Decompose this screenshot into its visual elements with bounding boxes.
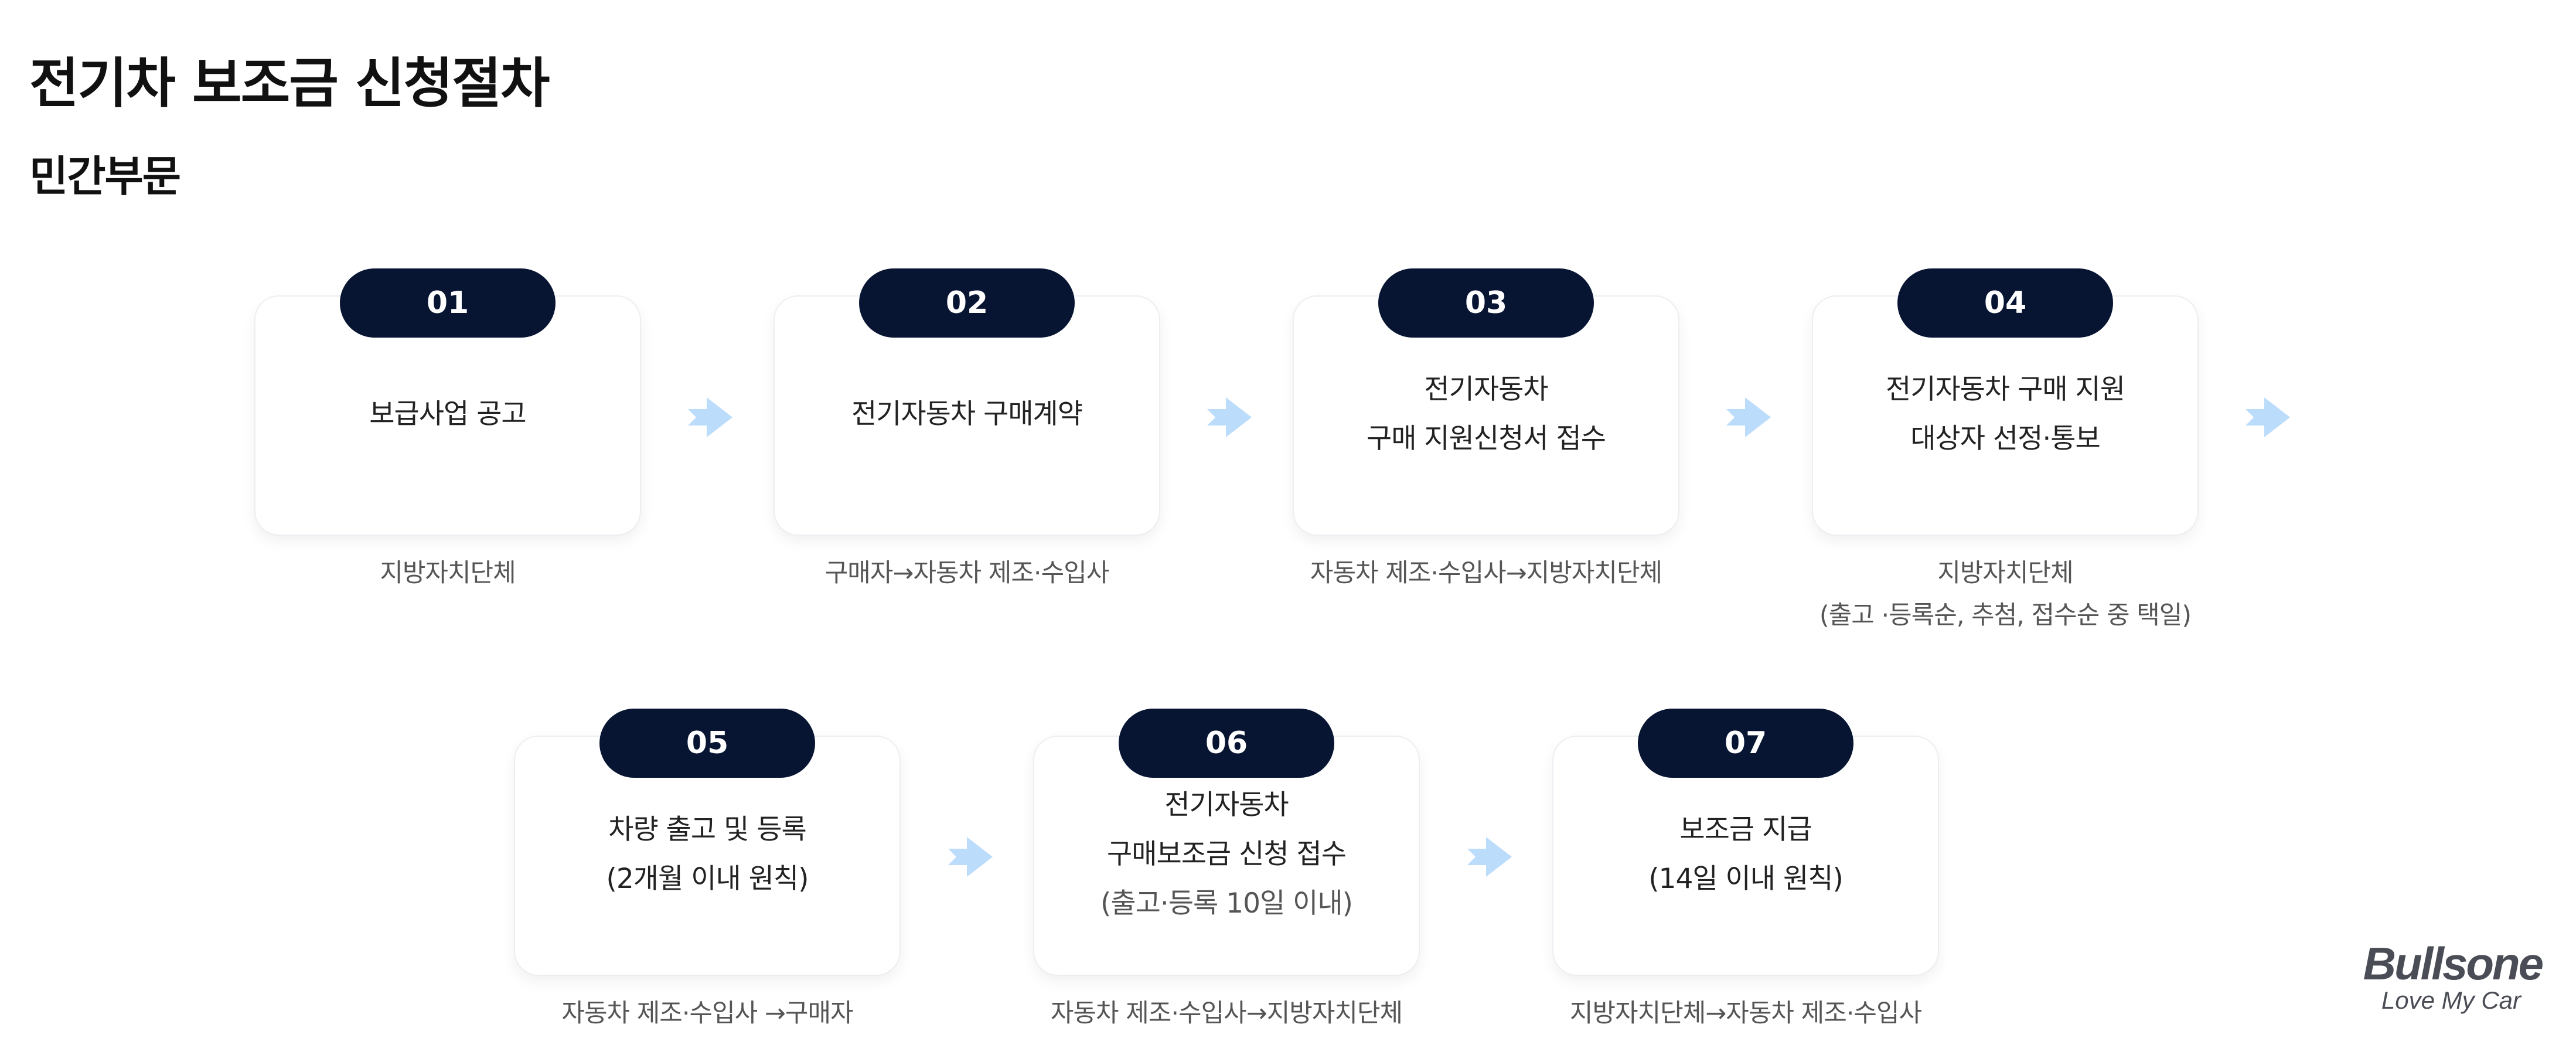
step-description: 전기자동차 구매 지원 대상자 선정·통보 [1812, 321, 2199, 508]
step-actor-line: 구매자→자동차 제조·수입사 [824, 559, 1110, 588]
step-description: 전기자동차 구매 지원신청서 접수 [1293, 321, 1679, 508]
step-description-line: (14일 이내 원칙) [1648, 863, 1844, 895]
step-description-line: 전기자동차 [1424, 373, 1548, 406]
page-title: 전기차 보조금 신청절차 [29, 52, 550, 115]
step-actor-caption: 지방자치단체 (출고 ·등록순, 추첨, 접수순 중 택일) [1777, 552, 2234, 637]
step-actor-caption: 지방자치단체→자동차 제조·수입사 [1517, 992, 1974, 1034]
step-number-badge: 03 [1378, 268, 1594, 338]
brand-logo-name: Bullsone [2363, 938, 2544, 989]
step-description-note: (출고·등록 10일 이내) [1100, 887, 1353, 920]
step-number-badge: 04 [1897, 268, 2113, 338]
step-description-line: 전기자동차 구매계약 [851, 398, 1083, 430]
arrow-right-icon [1726, 397, 1771, 437]
step-description: 전기자동차 구매보조금 신청 접수 (출고·등록 10일 이내) [1033, 761, 1420, 948]
step-actor-caption: 자동차 제조·수입사→지방자치단체 [1258, 552, 1715, 594]
step-description-line: 보급사업 공고 [369, 398, 526, 430]
arrow-right-icon [1467, 837, 1512, 877]
step-number-badge: 07 [1638, 709, 1853, 778]
section-subtitle: 민간부문 [29, 152, 181, 201]
step-description: 전기자동차 구매계약 [774, 321, 1160, 508]
brand-logo-tagline: Love My Car [2381, 986, 2521, 1014]
step-description-line: 구매 지원신청서 접수 [1366, 423, 1606, 455]
step-description: 차량 출고 및 등록 (2개월 이내 원칙) [514, 761, 901, 948]
step-description-line: 전기자동차 [1164, 789, 1289, 821]
step-description: 보조금 지급 (14일 이내 원칙) [1552, 761, 1939, 948]
step-description-line: 구매보조금 신청 접수 [1106, 838, 1347, 870]
step-actor-caption: 자동차 제조·수입사 →구매자 [479, 992, 936, 1034]
step-actor-line: 지방자치단체 [1937, 559, 2073, 588]
step-number-badge: 02 [859, 268, 1075, 338]
step-number-badge: 06 [1119, 709, 1334, 778]
step-description-line: 보조금 지급 [1679, 814, 1812, 846]
step-description-line: 차량 출고 및 등록 [608, 814, 806, 846]
step-actor-line: (출고 ·등록순, 추첨, 접수순 중 택일) [1819, 601, 2192, 630]
step-description-line: 전기자동차 구매 지원 [1885, 373, 2125, 406]
step-actor-line: 자동차 제조·수입사→지방자치단체 [1050, 999, 1403, 1028]
step-number-badge: 05 [599, 709, 815, 778]
step-actor-line: 자동차 제조·수입사 →구매자 [561, 999, 853, 1028]
step-actor-line: 지방자치단체 [380, 559, 516, 588]
arrow-right-icon [2246, 397, 2290, 437]
arrow-right-icon [1207, 397, 1252, 437]
step-description-line: 대상자 선정·통보 [1910, 423, 2101, 455]
arrow-right-icon [688, 397, 732, 437]
arrow-right-icon [948, 837, 993, 877]
step-description: 보급사업 공고 [254, 321, 641, 508]
brand-logo: Bullsone Love My Car [2343, 938, 2544, 1014]
step-actor-caption: 지방자치단체 [219, 552, 676, 594]
step-actor-caption: 구매자→자동차 제조·수입사 [738, 552, 1195, 594]
step-actor-line: 자동차 제조·수입사→지방자치단체 [1310, 559, 1662, 588]
step-actor-line: 지방자치단체→자동차 제조·수입사 [1569, 999, 1922, 1028]
step-actor-caption: 자동차 제조·수입사→지방자치단체 [998, 992, 1455, 1034]
step-number-badge: 01 [340, 268, 556, 338]
step-description-line: (2개월 이내 원칙) [606, 863, 809, 895]
